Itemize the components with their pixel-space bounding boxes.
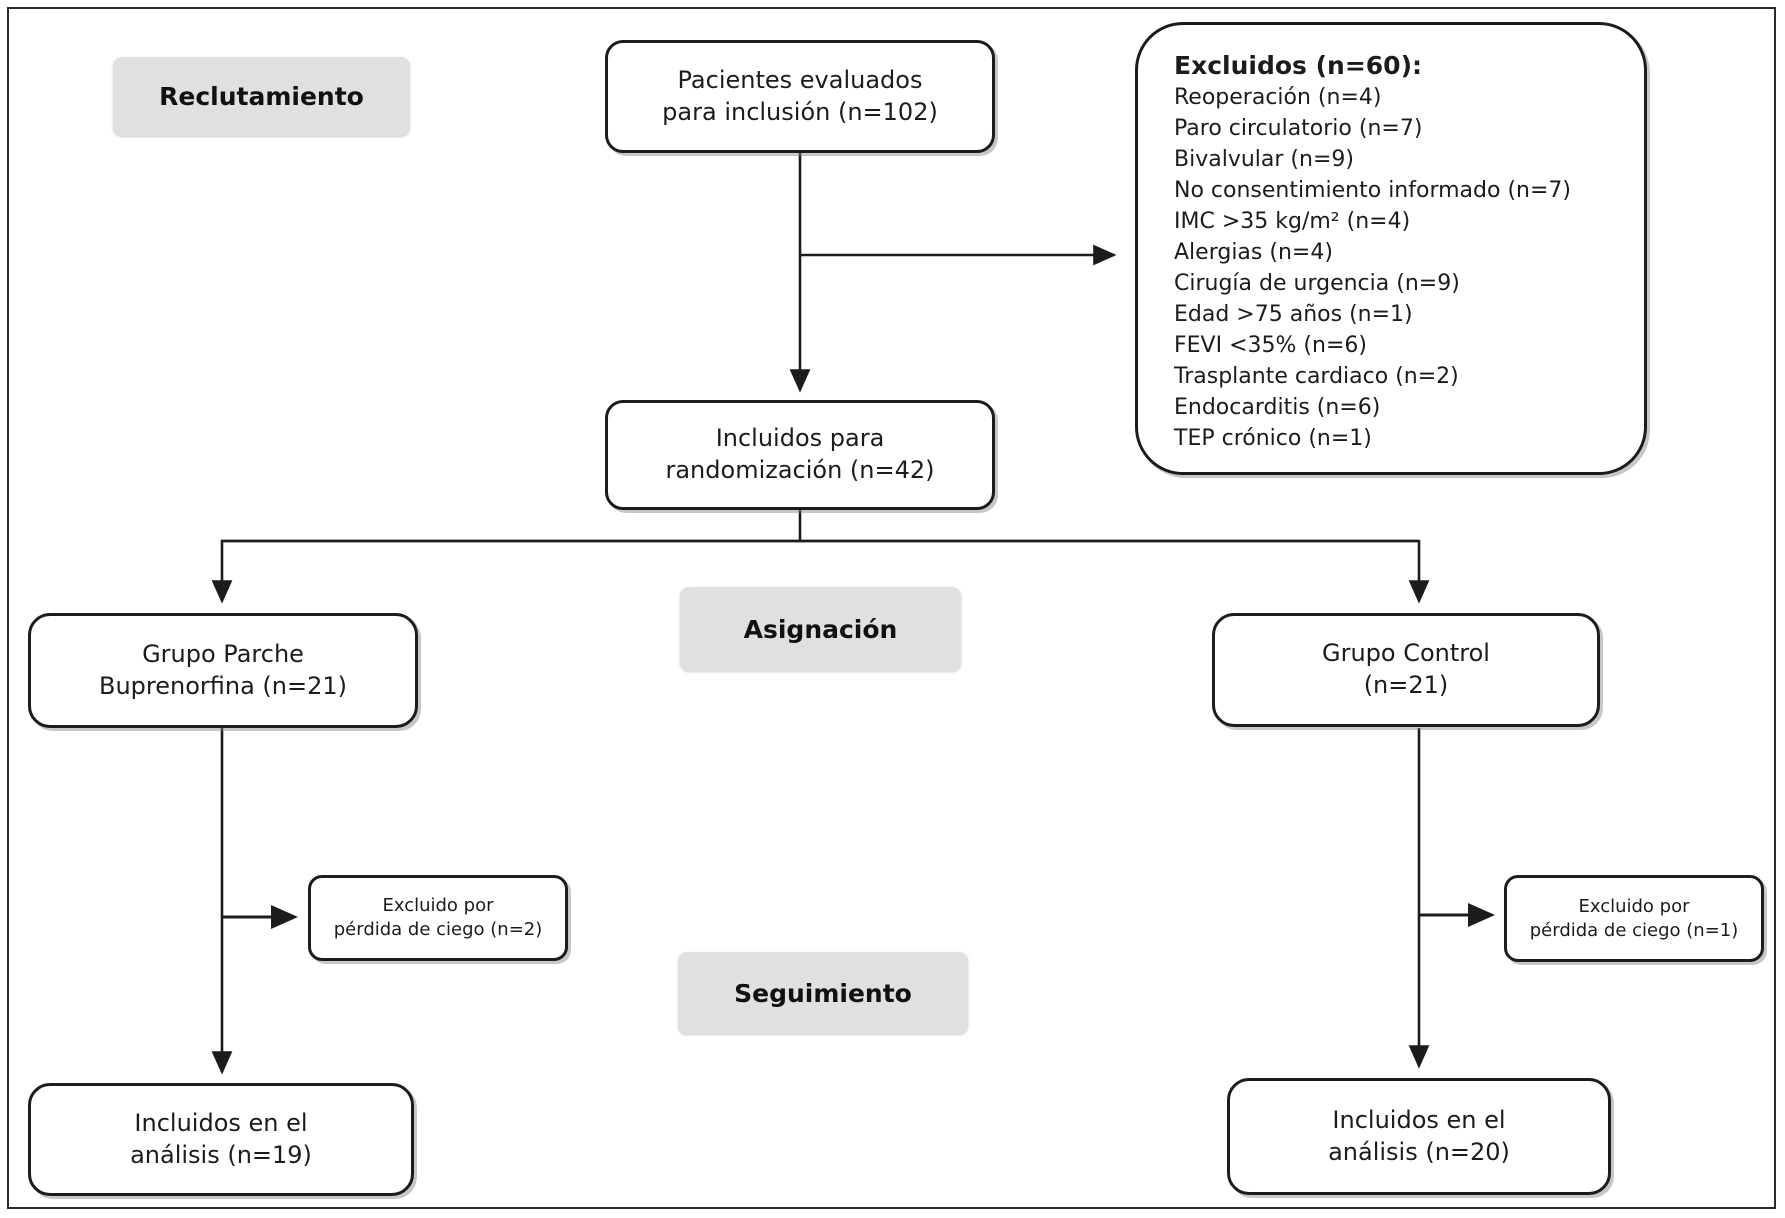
excluded-item: TEP crónico (n=1) (1174, 426, 1372, 451)
excluded-blinding-left-box: Excluido por pérdida de ciego (n=2) (308, 875, 568, 961)
assessed-box-text: Pacientes evaluados para inclusión (n=10… (662, 65, 938, 126)
analysis-left-box-text: Incluidos en el análisis (n=19) (130, 1108, 312, 1169)
stage-label-followup-text: Seguimiento (734, 978, 912, 1008)
group-buprenorphine-box: Grupo Parche Buprenorfina (n=21) (28, 613, 418, 728)
stage-label-recruitment-text: Reclutamiento (159, 82, 364, 111)
excluded-item: Edad >75 años (n=1) (1174, 302, 1413, 327)
randomized-box: Incluidos para randomización (n=42) (605, 400, 995, 510)
analysis-right-box: Incluidos en el análisis (n=20) (1227, 1078, 1611, 1195)
excluded-item: Reoperación (n=4) (1174, 85, 1382, 110)
excluded-item: Endocarditis (n=6) (1174, 395, 1381, 420)
randomized-box-text: Incluidos para randomización (n=42) (665, 424, 935, 484)
excluded-item: Paro circulatorio (n=7) (1174, 116, 1423, 141)
excluded-item: Trasplante cardiaco (n=2) (1174, 364, 1459, 389)
group-control-box: Grupo Control (n=21) (1212, 613, 1600, 727)
excluded-item: Alergias (n=4) (1174, 240, 1333, 265)
excluded-item: IMC >35 kg/m² (n=4) (1174, 209, 1411, 234)
excluded-box: Excluidos (n=60): Reoperación (n=4) Paro… (1135, 22, 1647, 475)
figure-border (7, 7, 1776, 1209)
stage-label-assignment: Asignación (680, 587, 961, 671)
stage-label-recruitment: Reclutamiento (113, 57, 410, 136)
group-control-box-text: Grupo Control (n=21) (1322, 639, 1490, 699)
group-buprenorphine-box-text: Grupo Parche Buprenorfina (n=21) (98, 639, 348, 700)
excluded-title: Excluidos (n=60): (1174, 51, 1422, 80)
analysis-left-box: Incluidos en el análisis (n=19) (28, 1083, 414, 1196)
stage-label-assignment-text: Asignación (743, 614, 898, 644)
excluded-item: Bivalvular (n=9) (1174, 147, 1354, 172)
excluded-item: FEVI <35% (n=6) (1174, 333, 1367, 358)
excluded-blinding-right-text: Excluido por pérdida de ciego (n=1) (1529, 895, 1739, 941)
excluded-item: No consentimiento informado (n=7) (1174, 178, 1571, 203)
analysis-right-box-text: Incluidos en el análisis (n=20) (1328, 1105, 1510, 1166)
excluded-blinding-left-text: Excluido por pérdida de ciego (n=2) (333, 895, 543, 940)
excluded-item: Cirugía de urgencia (n=9) (1174, 271, 1460, 296)
excluded-blinding-right-box: Excluido por pérdida de ciego (n=1) (1504, 875, 1764, 962)
assessed-box: Pacientes evaluados para inclusión (n=10… (605, 40, 995, 153)
stage-label-followup: Seguimiento (678, 952, 968, 1034)
